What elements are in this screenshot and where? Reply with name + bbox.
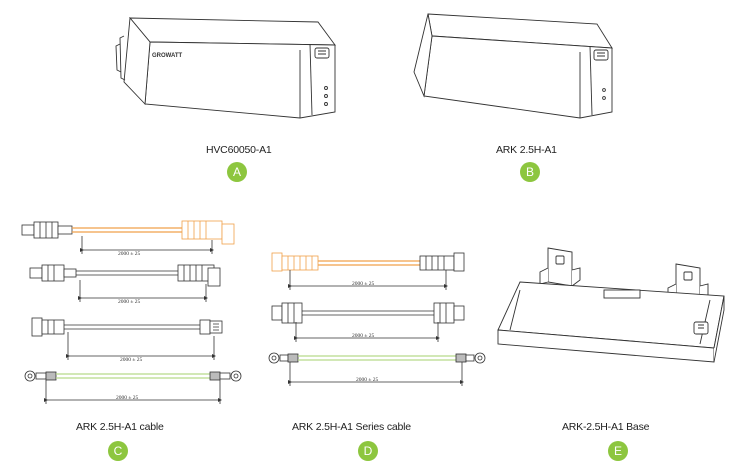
growatt-logo: GROWATT <box>152 53 183 59</box>
badge-a: A <box>227 162 247 182</box>
caption-ark-base: ARK-2.5H-A1 Base <box>562 421 650 433</box>
dimension-label: 2000 ± 25 <box>120 357 143 363</box>
badge-e: E <box>608 441 628 461</box>
dimension-label: 2000 ± 25 <box>116 395 139 401</box>
dimension-label: 2000 ± 25 <box>356 377 379 383</box>
caption-ark-series-cable: ARK 2.5H-A1 Series cable <box>292 421 411 433</box>
caption-ark-cable: ARK 2.5H-A1 cable <box>76 421 164 433</box>
ark-cable-set-drawing <box>21 220 242 404</box>
ark-battery-unit-drawing <box>413 13 613 119</box>
badge-b: B <box>520 162 540 182</box>
badge-d: D <box>358 441 378 461</box>
ark-series-cable-drawing <box>268 252 486 386</box>
badge-c: C <box>108 441 128 461</box>
dimension-label: 2000 ± 25 <box>352 281 375 287</box>
dimension-label: 2000 ± 25 <box>118 251 141 257</box>
caption-hvc60050: HVC60050-A1 <box>206 144 272 156</box>
dimension-label: 2000 ± 25 <box>352 333 375 339</box>
hvc60050-unit-drawing <box>115 16 336 119</box>
caption-ark-battery: ARK 2.5H-A1 <box>496 144 557 156</box>
dimension-label: 2000 ± 25 <box>118 299 141 305</box>
ark-base-drawing <box>497 247 725 363</box>
